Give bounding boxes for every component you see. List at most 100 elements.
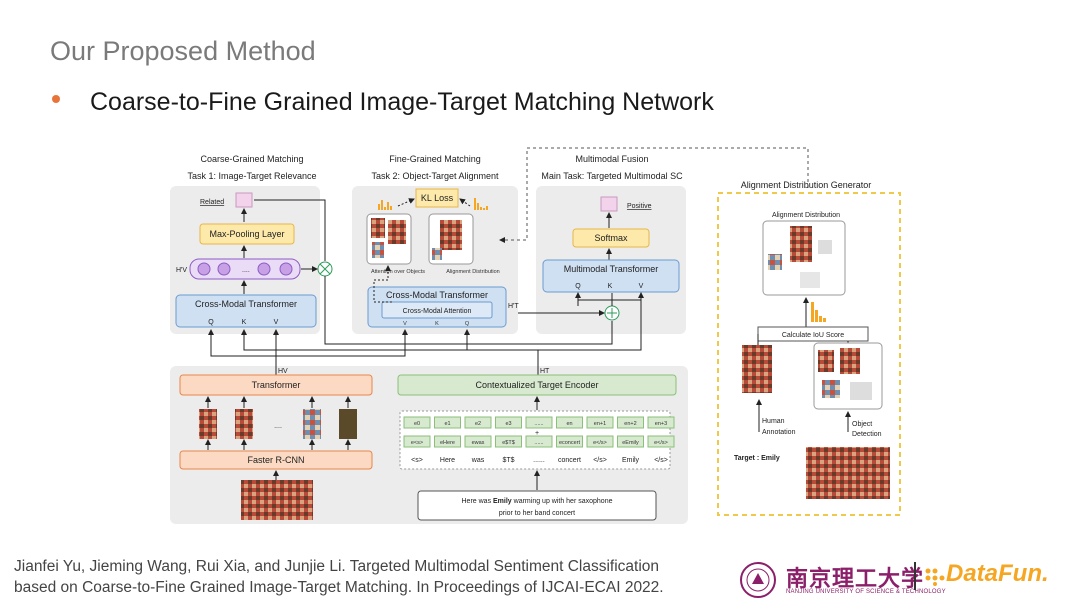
input-sentence-line2: prior to her band concert [499, 510, 575, 517]
token-label: </s> [654, 457, 668, 464]
generator-panel [717, 192, 901, 516]
generator-dist-label: Alignment Distribution [772, 212, 840, 219]
generator-title: Alignment Distribution Generator [741, 180, 872, 190]
input-sentence-line1: Here was Emily warming up with her saxop… [462, 498, 613, 505]
token-label: <s> [411, 457, 423, 464]
token-label: e</s> [654, 440, 668, 446]
hv-ellipsis: .... [242, 267, 250, 274]
datafun-dots-icon [925, 568, 945, 586]
fusion-title1: Multimodal Fusion [575, 154, 648, 164]
human-label1: Human [762, 418, 785, 425]
mm-transformer-box [542, 259, 680, 293]
input-sentence-box [417, 490, 657, 521]
mm-transformer-label: Multimodal Transformer [564, 264, 659, 274]
obj-label2: Detection [852, 431, 882, 438]
related-label: Related [200, 199, 224, 206]
cross-modal-attention-box [381, 301, 493, 319]
token-box [434, 435, 461, 448]
token-box [403, 416, 431, 429]
iou-label: Calculate IoU Score [782, 332, 844, 339]
token-label: en+3 [655, 421, 667, 427]
positive-label: Positive [627, 203, 652, 210]
svg-text:K: K [608, 283, 613, 290]
token-label: ...... [533, 457, 545, 464]
target-label: Target : Emily [734, 455, 780, 462]
token-box [556, 435, 583, 448]
token-label: eHere [440, 440, 455, 446]
fine-title2: Task 2: Object-Target Alignment [371, 171, 499, 181]
token-label: was [471, 457, 485, 464]
bullet-heading: Coarse-to-Fine Grained Image-Target Matc… [90, 88, 714, 116]
svg-text:K: K [242, 319, 247, 326]
alignment-feedback-arrow [499, 147, 809, 243]
logo-separator [914, 562, 916, 590]
token-box [647, 435, 675, 448]
university-subtitle: NANJING UNIVERSITY OF SCIENCE & TECHNOLO… [786, 589, 946, 595]
svg-text:Q: Q [465, 321, 470, 327]
svg-text:Q: Q [575, 283, 581, 290]
related-output-node [235, 192, 253, 208]
object-crop [303, 409, 321, 439]
token-box [617, 416, 644, 429]
kl-loss-label: KL Loss [421, 193, 454, 203]
ctx-encoder-box [397, 374, 677, 396]
human-label2: Annotation [762, 429, 796, 436]
coarse-title2: Task 1: Image-Target Relevance [187, 171, 316, 181]
transformer-box [179, 374, 373, 396]
token-label: en+1 [594, 421, 606, 427]
token-label: concert [558, 457, 581, 464]
slide-title: Our Proposed Method [50, 36, 316, 66]
hv-node [217, 262, 231, 276]
ht-prime-label: H'T [508, 303, 519, 310]
coarse-title1: Coarse-Grained Matching [200, 154, 303, 164]
token-label: en [566, 421, 572, 427]
positive-output-node [600, 196, 618, 212]
token-label: eEmily [622, 440, 639, 446]
coarse-cross-modal-box [175, 294, 317, 328]
citation-line1: Jianfei Yu, Jieming Wang, Rui Xia, and J… [14, 558, 660, 575]
transformer-label: Transformer [252, 380, 301, 390]
token-label: e0 [414, 421, 420, 427]
svg-text:K: K [435, 321, 439, 327]
citation-line2: based on Coarse-to-Fine Grained Image-Ta… [14, 579, 664, 596]
token-label: ...... [534, 421, 544, 427]
hv-node [197, 262, 211, 276]
token-box [464, 416, 492, 429]
svg-text:Q: Q [208, 319, 214, 326]
token-label: Emily [622, 457, 640, 464]
max-pooling-box [199, 223, 295, 245]
obj-label1: Object [852, 421, 872, 428]
university-seal-icon [740, 562, 776, 598]
token-box [556, 416, 583, 429]
token-box [495, 416, 522, 429]
token-label: e3 [505, 421, 511, 427]
token-label: e1 [444, 421, 450, 427]
hv-prime-label: H'V [176, 267, 187, 274]
token-box [525, 416, 553, 429]
svg-text:+: + [535, 430, 539, 437]
fine-cross-modal-label: Cross-Modal Transformer [386, 290, 488, 300]
kl-loss-box [415, 188, 459, 208]
token-box [586, 435, 614, 448]
input-image [241, 480, 313, 520]
token-label: econcert [559, 440, 581, 446]
fine-title1: Fine-Grained Matching [389, 154, 481, 164]
token-label: e$T$ [502, 440, 515, 446]
faster-rcnn-label: Faster R-CNN [247, 455, 304, 465]
datafun-logo-text: DataFun. [946, 560, 1049, 587]
token-label: Here [440, 457, 455, 464]
softmax-box [572, 228, 650, 248]
token-label: e</s> [593, 440, 607, 446]
ctx-encoder-label: Contextualized Target Encoder [476, 380, 599, 390]
token-label: ...... [534, 440, 544, 446]
object-crop [235, 409, 253, 439]
target-image [806, 447, 890, 499]
token-box [403, 435, 431, 448]
svg-text:V: V [403, 321, 407, 327]
token-box [586, 416, 614, 429]
align-dist-label: Alignment Distribution [446, 269, 500, 275]
attention-bars-icon [378, 200, 392, 210]
